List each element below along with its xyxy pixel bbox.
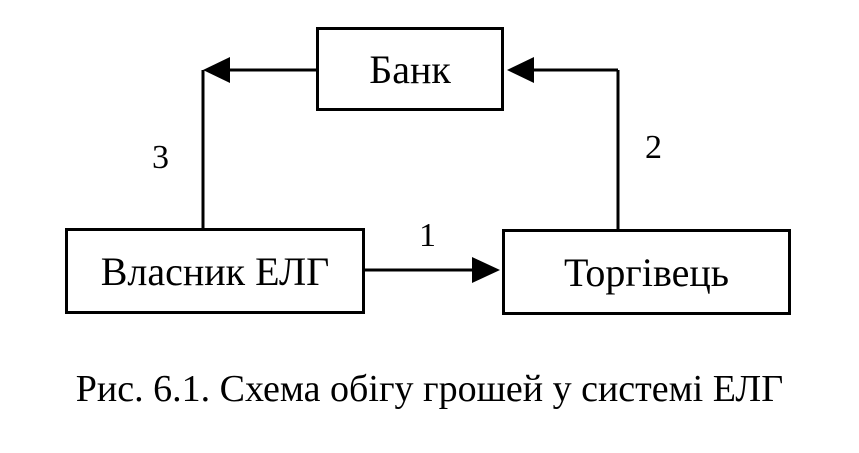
owner-node: Власник ЕЛГ [65, 228, 365, 314]
arrow-3-head [203, 57, 230, 83]
edge-label-1: 1 [419, 217, 436, 254]
arrow-2-head [507, 57, 534, 83]
bank-node-label: Банк [369, 46, 451, 92]
bank-node: Банк [316, 27, 504, 111]
merchant-node: Торгівець [502, 229, 791, 315]
edge-label-2: 2 [645, 129, 662, 166]
merchant-node-label: Торгівець [564, 249, 729, 295]
owner-node-label: Власник ЕЛГ [100, 248, 330, 294]
edge-label-3: 3 [152, 139, 169, 176]
arrow-1-head [472, 257, 500, 283]
figure-caption: Рис. 6.1. Схема обігу грошей у системі Е… [75, 368, 784, 410]
